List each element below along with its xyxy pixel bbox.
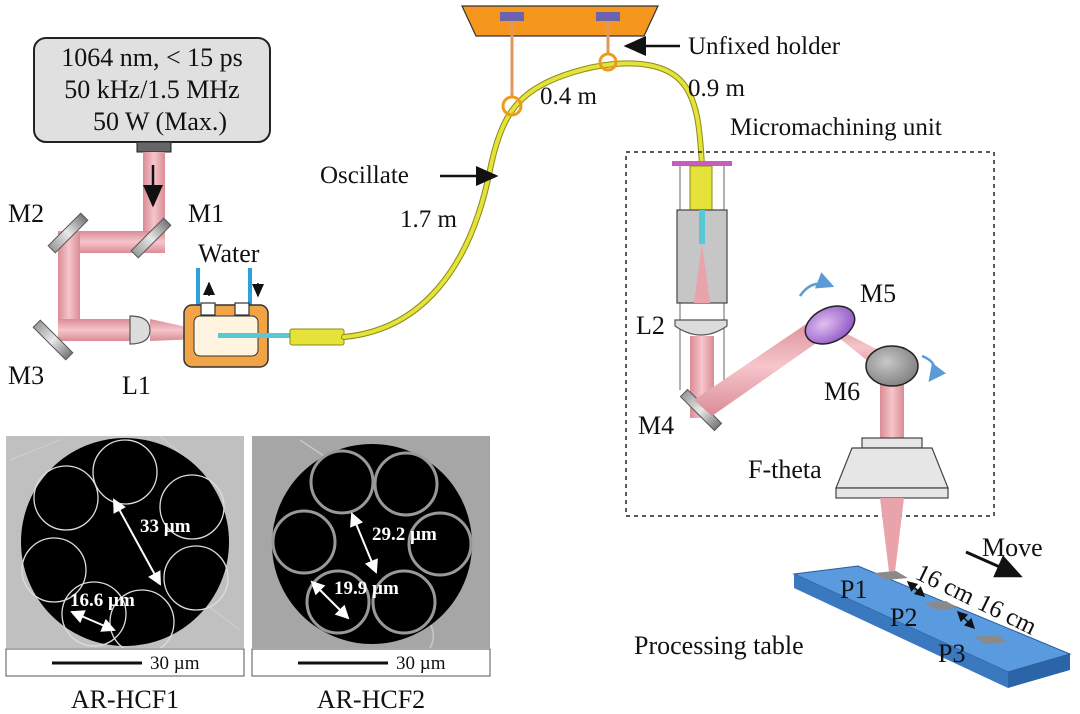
laser-spec-line2: 50 kHz/1.5 MHz: [64, 75, 239, 104]
label-p3: P3: [938, 639, 965, 668]
label-length-0-9m: 0.9 m: [688, 75, 746, 102]
core-diameter-label-1: 33 µm: [140, 516, 191, 537]
label-water: Water: [198, 239, 260, 268]
label-micromachining-unit: Micromachining unit: [730, 114, 942, 141]
mirror-m5: [804, 305, 856, 345]
processing-table: [792, 565, 1072, 688]
label-oscillate: Oscillate: [320, 162, 409, 189]
fiber-holder-plate: [461, 5, 659, 117]
label-m3: M3: [8, 361, 44, 390]
label-length-0-4m: 0.4 m: [540, 83, 598, 110]
label-p1: P1: [840, 575, 867, 604]
focusing-tube: [672, 161, 732, 418]
label-ftheta: F-theta: [748, 455, 822, 484]
m6-rotation-arrow: [921, 354, 946, 383]
label-m1: M1: [188, 199, 224, 228]
label-l1: L1: [122, 371, 151, 400]
scale-bar-label-1: 30 µm: [150, 653, 200, 674]
move-arrow: [965, 550, 1023, 578]
mirror-m6: [865, 345, 919, 387]
tube-diameter-label-1: 16.6 µm: [70, 590, 135, 611]
fixed-holder-ring: [501, 95, 523, 117]
laser-output-port: [136, 141, 172, 153]
label-processing-table: Processing table: [634, 631, 804, 660]
beam-focused-output: [880, 498, 904, 572]
fiber-name-ar-hcf2: AR-HCF2: [317, 685, 425, 714]
label-m4: M4: [638, 411, 674, 440]
beam-segment-m3-l1: [58, 319, 138, 341]
label-move: Move: [982, 533, 1043, 562]
water-cooled-holder: [183, 268, 290, 368]
tube-diameter-arrow-2: [310, 580, 350, 620]
mirror-m2: [47, 212, 89, 254]
sample-p1: [874, 571, 908, 580]
core-diameter-arrow-2: [350, 512, 378, 574]
label-m6: M6: [824, 377, 860, 406]
fiber-input-connector: [289, 328, 345, 346]
hollow-core-fiber: [289, 60, 705, 346]
sample-p2: [924, 601, 958, 610]
label-p2: P2: [890, 603, 917, 632]
distance-arrow-p1-p2: [906, 581, 926, 597]
fiber-name-ar-hcf1: AR-HCF1: [71, 685, 179, 714]
fiber-output-connector: [689, 165, 713, 211]
mirror-m3: [32, 319, 74, 361]
micrograph-ar-hcf2: 29.2 µm 19.9 µm 30 µm: [251, 436, 491, 677]
fiber-core-segment: [218, 333, 290, 338]
laser-source: 1064 nm, < 15 ps 50 kHz/1.5 MHz 50 W (Ma…: [33, 37, 271, 153]
core-diameter-arrow-1: [113, 498, 161, 586]
m5-rotation-arrow: [798, 272, 835, 297]
lens-l1: [129, 315, 151, 345]
distance-arrow-p2-p3: [956, 610, 976, 630]
core-diameter-label-2: 29.2 µm: [372, 524, 437, 545]
scale-bar-label-2: 30 µm: [396, 653, 446, 674]
label-unfixed-holder: Unfixed holder: [688, 33, 841, 60]
fiber-path: [342, 61, 704, 339]
beam-segment-m4-m5: [694, 316, 832, 416]
micrograph-ar-hcf1: 33 µm 16.6 µm 30 µm: [5, 436, 245, 677]
tube-diameter-arrow-1: [70, 610, 116, 632]
laser-spec-line3: 50 W (Max.): [93, 107, 227, 136]
beam-segment-m2-m3: [58, 231, 80, 341]
unfixed-holder-ring: [598, 52, 618, 72]
beam-segment-m6-ftheta: [880, 378, 904, 444]
label-l2: L2: [636, 311, 665, 340]
label-length-1-7m: 1.7 m: [400, 206, 458, 233]
label-m5: M5: [860, 279, 896, 308]
micromachining-unit-box: [625, 151, 995, 517]
sample-p3: [974, 635, 1008, 644]
tube-diameter-label-2: 19.9 µm: [334, 578, 399, 599]
lens-l2: [674, 319, 728, 336]
f-theta-lens: [835, 437, 949, 499]
laser-spec-line1: 1064 nm, < 15 ps: [61, 43, 243, 72]
mirror-m1: [130, 217, 172, 259]
label-m2: M2: [8, 199, 44, 228]
